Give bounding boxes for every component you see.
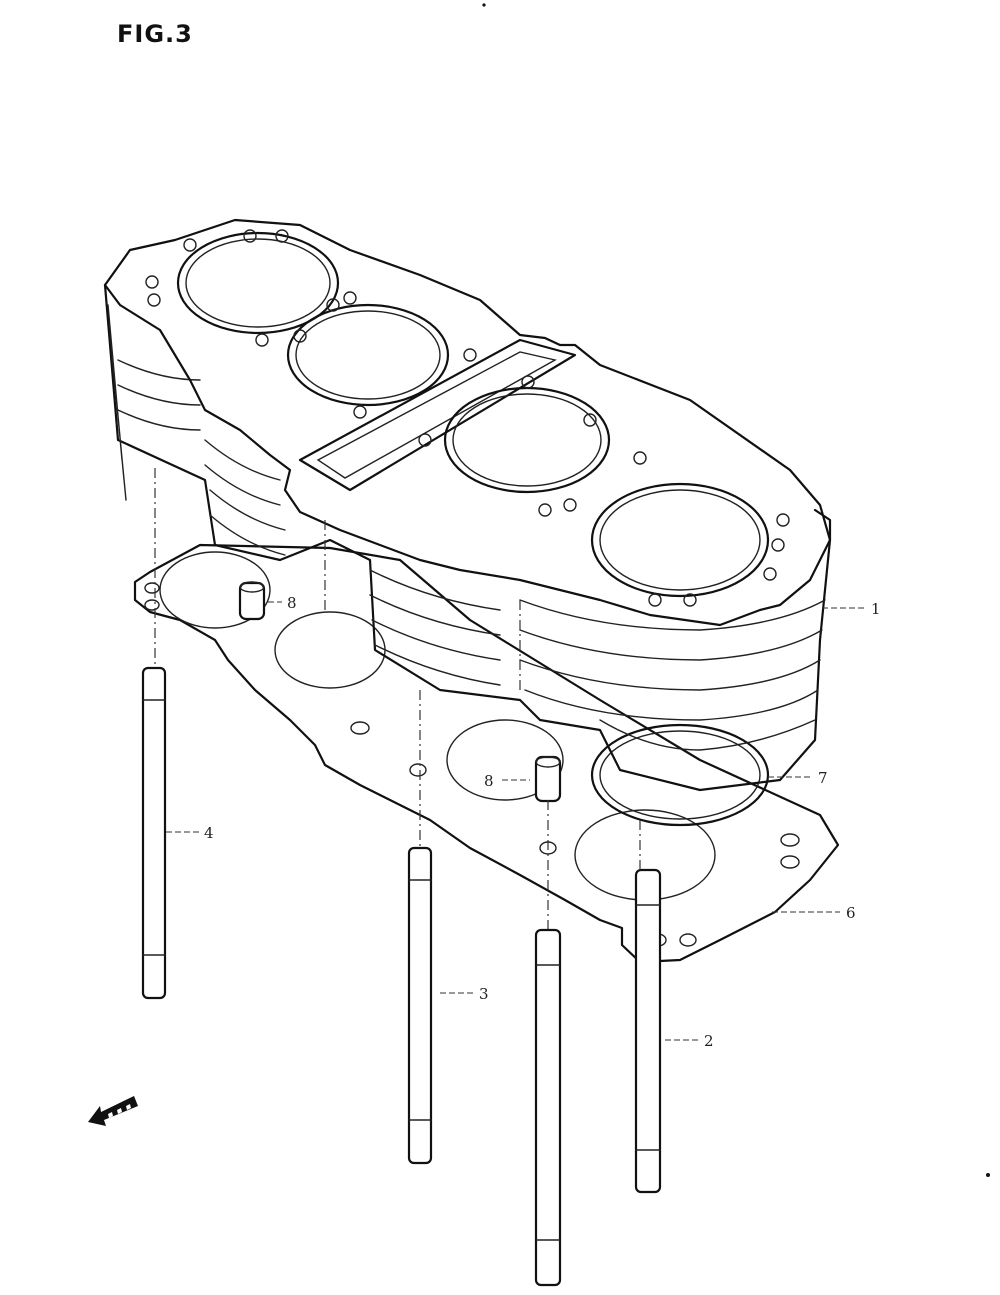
callout-8-left: 8 (287, 594, 297, 612)
dowel-pin-left (238, 581, 266, 621)
callout-6: 6 (846, 904, 856, 922)
callout-2: 2 (704, 1032, 714, 1050)
speck (986, 1173, 990, 1177)
callout-3: 3 (479, 985, 489, 1003)
o-ring (590, 723, 770, 827)
head-bolt-holes (145, 229, 790, 607)
stud-bolt-right (634, 868, 662, 1194)
cylinder-block (103, 218, 832, 792)
stud-bolt-center-right (534, 800, 562, 1287)
base-gasket (133, 543, 840, 964)
speck (482, 3, 486, 7)
callout-4: 4 (204, 824, 214, 842)
stud-bolt-far-left (141, 468, 167, 1000)
callout-1: 1 (871, 600, 881, 618)
callout-8-right: 8 (484, 772, 494, 790)
front-direction-arrow-icon (88, 1096, 138, 1126)
figure-title: FIG.3 (117, 20, 193, 48)
stud-bolt-center-left (407, 690, 433, 1165)
dowel-pin-right (534, 755, 562, 803)
callout-7: 7 (818, 769, 828, 787)
